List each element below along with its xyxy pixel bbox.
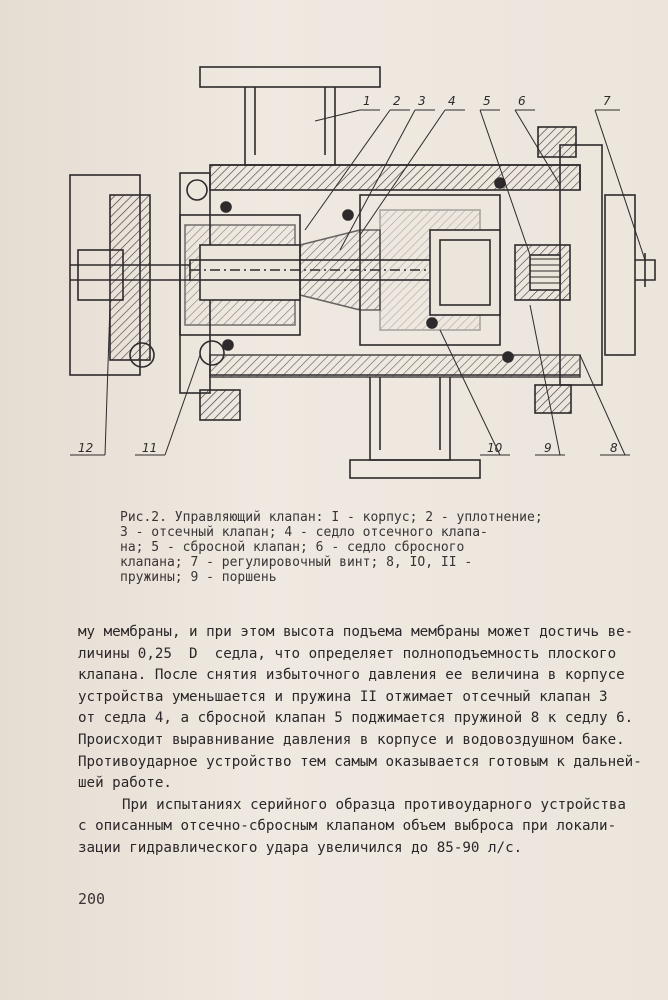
top-flange — [199, 66, 381, 88]
figure-caption: Рис.2. Управляющий клапан: I - корпус; 2… — [120, 510, 600, 585]
body-text: му мембраны, и при этом высота подъема м… — [78, 622, 642, 860]
body-line: му мембраны, и при этом высота подъема м… — [78, 624, 634, 640]
page-number: 200 — [78, 890, 106, 908]
caption-line: клапана; 7 - регулировочный винт; 8, IO,… — [120, 555, 473, 570]
caption-line: на; 5 - сбросной клапан; 6 - седло сброс… — [120, 540, 465, 555]
figure-label-5: 5 — [483, 94, 491, 108]
body-line: личины 0,25 D седла, что определяет полн… — [78, 645, 617, 662]
body-line: от седла 4, а сбросной клапан 5 поджимае… — [78, 710, 634, 727]
body-line: клапана. После снятия избыточного давлен… — [78, 667, 625, 684]
figure-label-10: 10 — [487, 441, 503, 455]
valve-technical-drawing: 1 2 3 4 5 6 7 12 11 10 9 8 — [69, 66, 656, 479]
figure-label-1: 1 — [363, 94, 371, 108]
body-line: шей работе. — [78, 775, 172, 792]
figure-label-11: 11 — [142, 441, 157, 455]
body-line: Происходит выравнивание давления в корпу… — [78, 731, 625, 748]
figure-label-6: 6 — [518, 94, 526, 108]
figure-label-9: 9 — [544, 441, 552, 455]
caption-line: Рис.2. Управляющий клапан: I - корпус; 2… — [120, 510, 543, 525]
body-line: При испытаниях серийного образца противо… — [122, 796, 626, 813]
caption-line: 3 - отсечный клапан; 4 - седло отсечного… — [120, 525, 488, 540]
bottom-flange — [349, 459, 481, 479]
figure-label-7: 7 — [603, 94, 611, 108]
body-line: с описанным отсечно-сбросным клапаном об… — [78, 818, 617, 835]
body-line: Противоударное устройство тем самым оказ… — [78, 753, 642, 770]
figure-label-3: 3 — [418, 94, 426, 108]
caption-line: пружины; 9 - поршень — [120, 570, 277, 585]
body-line: устройства уменьшается и пружина II отжи… — [78, 688, 608, 705]
figure-label-4: 4 — [448, 94, 456, 108]
figure-label-8: 8 — [610, 441, 618, 455]
figure-label-12: 12 — [78, 441, 93, 455]
figure-label-2: 2 — [393, 94, 401, 108]
body-line: зации гидравлического удара увеличился д… — [78, 839, 523, 856]
